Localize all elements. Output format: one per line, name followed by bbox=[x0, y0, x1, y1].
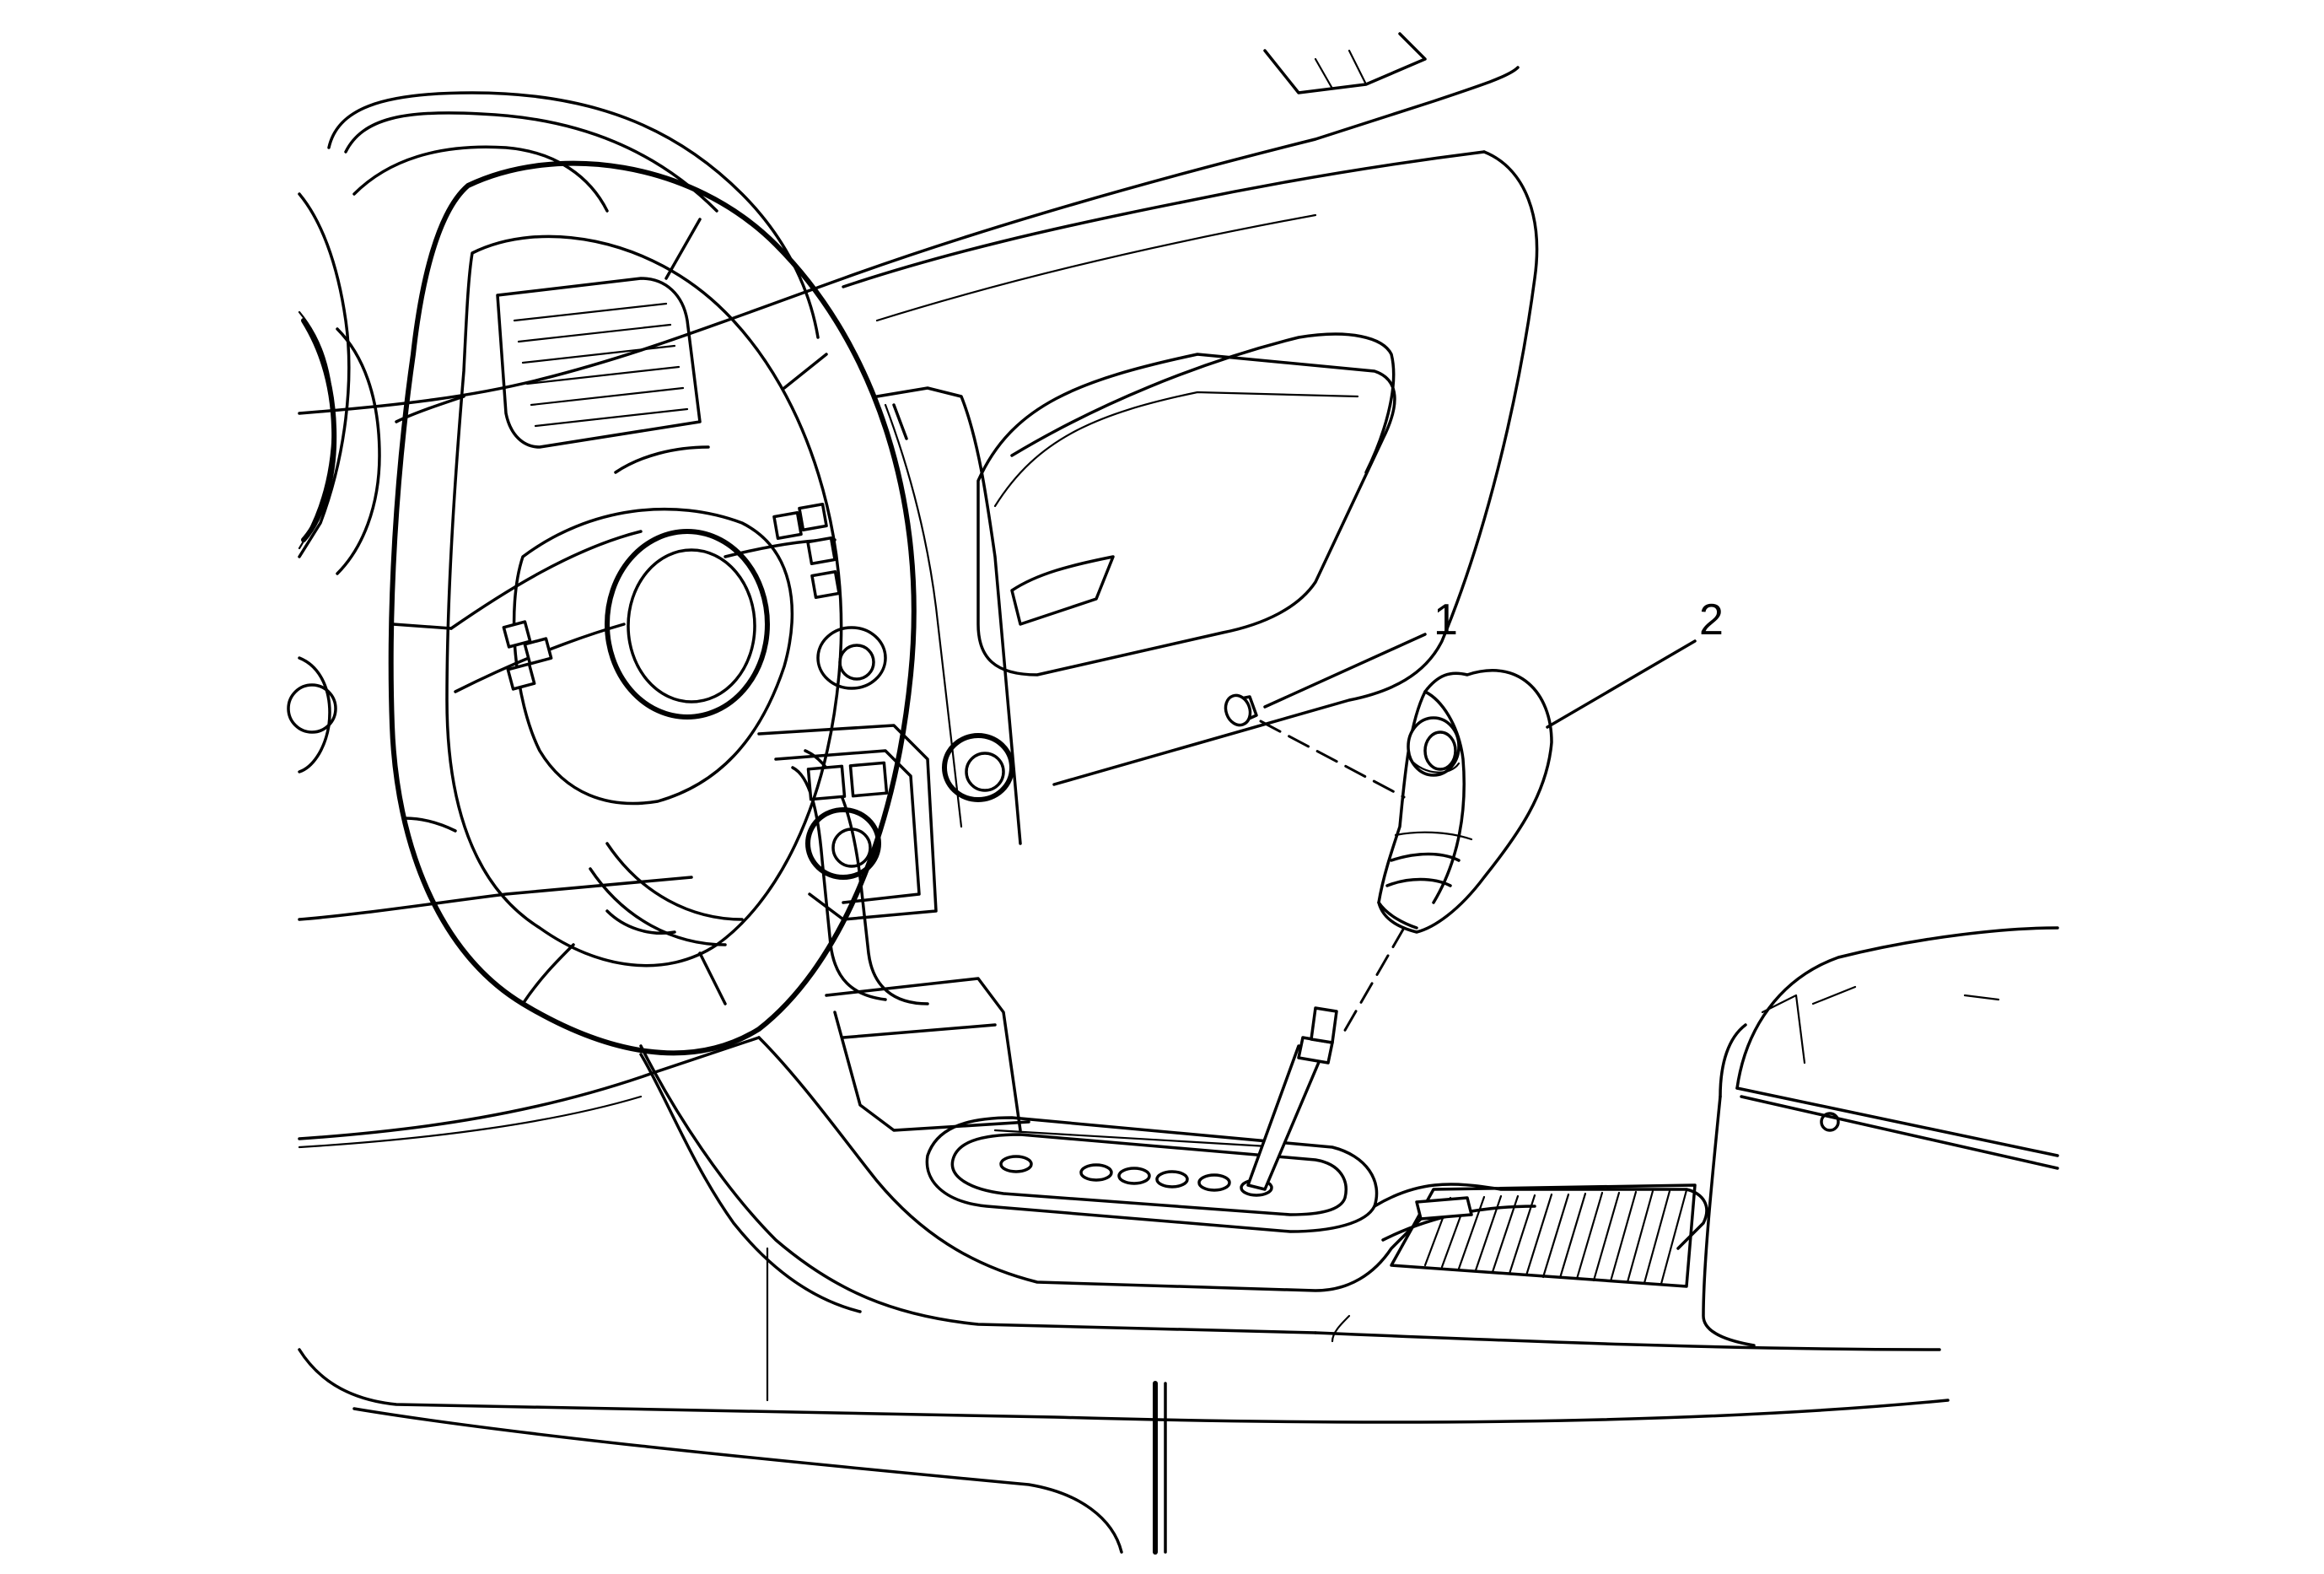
ribbed-storage-tray bbox=[1390, 1183, 1697, 1288]
callout-1: 1 bbox=[1434, 596, 1458, 644]
retainer-pin bbox=[1224, 693, 1258, 727]
instrument-cluster bbox=[287, 91, 820, 774]
instrument-panel bbox=[298, 32, 1539, 1149]
center-air-vent bbox=[496, 277, 702, 449]
armrest bbox=[1702, 926, 2059, 1347]
leader-lines bbox=[1263, 633, 1697, 729]
center-console bbox=[298, 977, 1950, 1555]
steering-wheel bbox=[388, 160, 917, 1056]
assembly-lines bbox=[1259, 720, 1406, 1039]
shift-knob bbox=[1377, 669, 1553, 934]
callout-2: 2 bbox=[1699, 596, 1724, 644]
shift-lever-shaft bbox=[1246, 1006, 1338, 1191]
